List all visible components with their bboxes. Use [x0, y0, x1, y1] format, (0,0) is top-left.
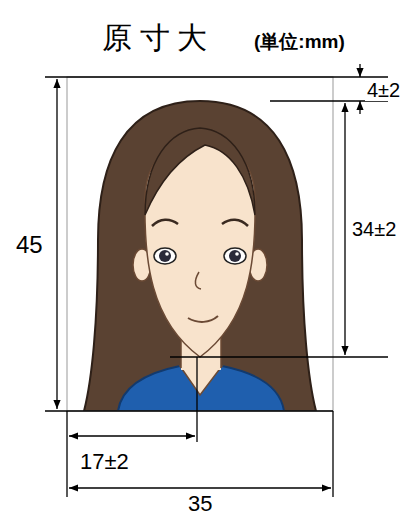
- hair: [84, 101, 316, 411]
- shirt: [118, 366, 284, 411]
- photo-frame: [67, 77, 333, 411]
- dimension-lines: [45, 64, 388, 497]
- portrait: [67, 77, 333, 411]
- dimension-label: 17±2: [78, 450, 131, 474]
- dimension-label: 34±2: [350, 218, 398, 240]
- dimension-label: 35: [186, 492, 214, 516]
- unit-note: (単位:mm): [252, 31, 347, 52]
- title-text: 原 寸 大: [100, 22, 209, 54]
- dimension-label: 4±2: [365, 79, 402, 101]
- dimension-label: 45: [14, 232, 45, 258]
